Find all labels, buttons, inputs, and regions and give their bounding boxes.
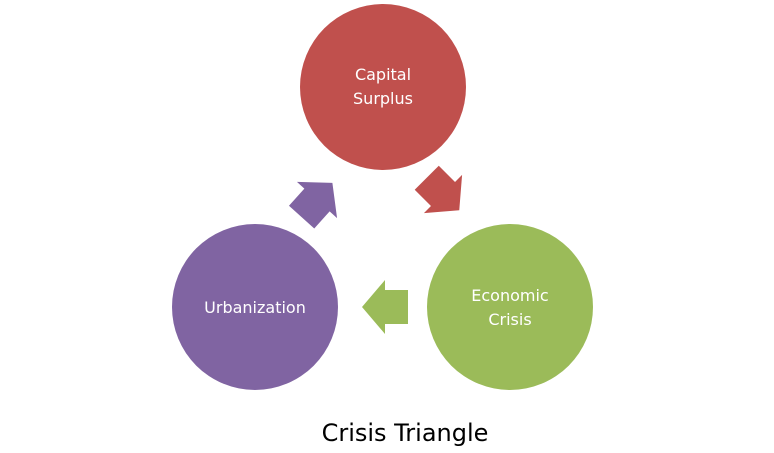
node-economic-crisis-label-1: Economic bbox=[471, 286, 548, 305]
node-capital-surplus-label-2: Surplus bbox=[353, 89, 413, 108]
diagram-title: Crisis Triangle bbox=[322, 419, 489, 447]
arrow-economic-to-urbanization bbox=[362, 280, 408, 334]
arrow-capital-to-economic bbox=[407, 158, 479, 230]
arrow-urbanization-to-capital bbox=[281, 164, 353, 236]
node-capital-surplus-label-1: Capital bbox=[355, 65, 411, 84]
node-capital-surplus bbox=[300, 4, 466, 170]
node-urbanization bbox=[172, 224, 338, 390]
node-economic-crisis bbox=[427, 224, 593, 390]
node-economic-crisis-label-2: Crisis bbox=[488, 310, 531, 329]
node-urbanization-label: Urbanization bbox=[204, 298, 306, 317]
